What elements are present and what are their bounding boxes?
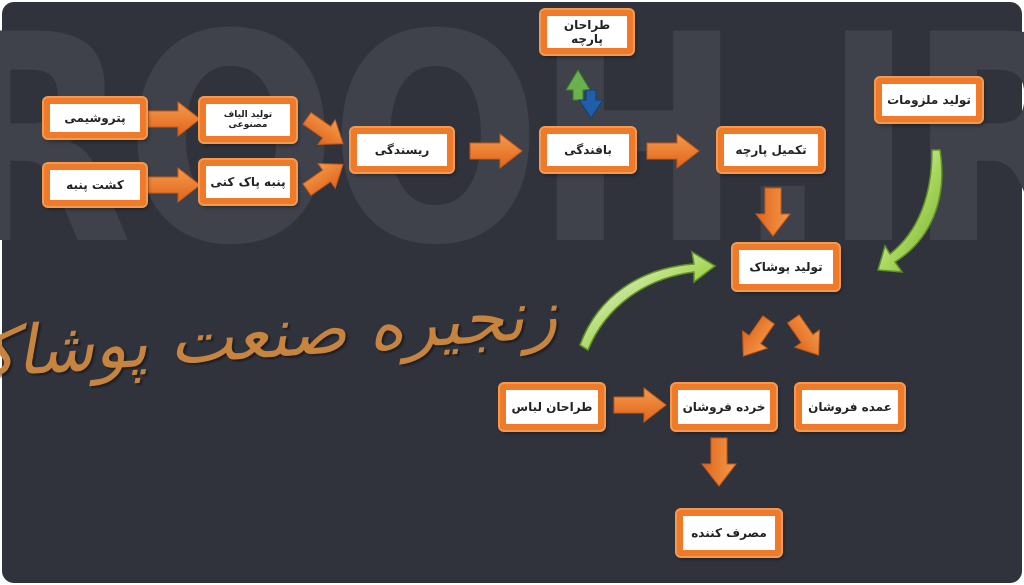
node-tolid-alyaf: تولید الیاف مصنوعی: [200, 98, 296, 142]
node-kesht-panbe: کشت پنبه: [44, 164, 146, 206]
arrow-poushak-khorde: [742, 315, 776, 357]
curve-arrow-lebas: [579, 250, 717, 352]
arrow-khorde-masraf: [700, 437, 738, 487]
node-risandegi: ریسندگی: [351, 128, 453, 172]
node-tarahan-lebas: طراحان لباس: [500, 384, 604, 430]
arrow-lebas-khorde: [613, 386, 667, 424]
arrow-poushak-omde: [786, 314, 820, 356]
node-panbe-pak: پنبه پاک کنی: [200, 160, 296, 204]
node-khorde-forushan: خرده فروشان: [672, 384, 776, 430]
node-omde-forushan: عمده فروشان: [796, 384, 904, 430]
arrow-risandegi-bafandegi: [469, 132, 523, 170]
curve-arrow-malzoomat: [877, 149, 943, 273]
node-tolid-malzoomat: تولید ملزومات: [876, 78, 982, 122]
arrow-petroshimi-alyaf: [147, 100, 201, 138]
arrow-takmil-poushak: [754, 187, 792, 237]
node-petroshimi: پتروشیمی: [44, 98, 146, 138]
arrow-alyaf-risandegi: [302, 111, 344, 145]
arrow-kesht-panbepak: [147, 166, 201, 204]
node-bafandegi: بافندگی: [541, 128, 635, 172]
node-masraf-konande: مصرف کننده: [677, 510, 781, 556]
node-takmil-parche: تکمیل پارچه: [718, 128, 824, 172]
arrow-panbepak-risandegi: [302, 163, 344, 197]
swap-arrows-icon: [565, 69, 604, 119]
arrow-bafandegi-takmil: [646, 132, 700, 170]
node-tarahan-parche: طراحان پارچه: [541, 10, 633, 54]
node-tolid-poushak: تولید پوشاک: [733, 244, 839, 290]
